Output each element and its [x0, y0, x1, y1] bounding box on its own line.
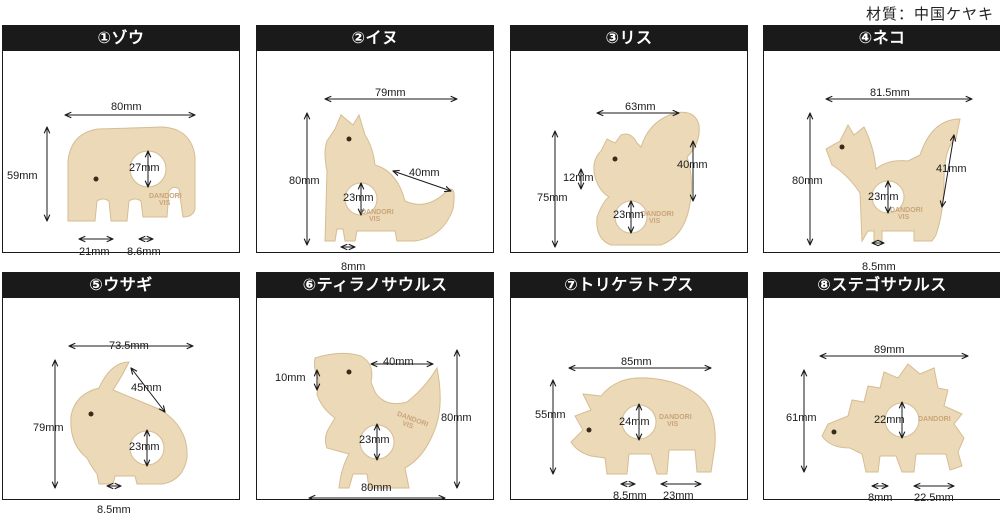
- dim-width: 80mm: [361, 482, 392, 494]
- dim-gap: 8.5mm: [97, 504, 131, 516]
- dim-height: 55mm: [535, 409, 566, 421]
- card-title: ③リス: [511, 26, 747, 51]
- dim-ear: 45mm: [131, 382, 162, 394]
- dim-back: 40mm: [383, 356, 414, 368]
- eye: [586, 427, 592, 433]
- dim-width: 80mm: [111, 101, 142, 113]
- eye: [346, 369, 352, 375]
- dim-tail: 40mm: [677, 159, 708, 171]
- card-rabbit: ⑤ウサギ 73.5mm 79mm 45mm 23mm 8.5mm: [2, 272, 240, 516]
- dim-height: 80mm: [441, 412, 472, 424]
- dim-height: 80mm: [792, 175, 823, 187]
- card-body: DANDORI 89mm 61mm 22mm 8mm 22.5mm: [764, 298, 1000, 504]
- dim-gap: 8.5mm: [862, 261, 896, 273]
- eye: [346, 136, 352, 142]
- eye: [93, 176, 99, 182]
- dim-gap: 8.6mm: [127, 246, 161, 258]
- dim-width: 85mm: [621, 356, 652, 368]
- dim-snout: 10mm: [275, 372, 306, 384]
- dim-leg: 23mm: [663, 490, 694, 502]
- eye: [612, 156, 618, 162]
- eye: [839, 144, 845, 150]
- dim-height: 80mm: [289, 175, 320, 187]
- dim-tail: 41mm: [936, 163, 967, 175]
- eye: [88, 411, 94, 417]
- dim-hole: 24mm: [619, 416, 650, 428]
- dim-hole: 23mm: [868, 191, 899, 203]
- cat-shape: [825, 118, 961, 243]
- dim-hole: 23mm: [613, 209, 644, 221]
- dim-leg: 22.5mm: [914, 492, 954, 504]
- card-title: ⑦トリケラトプス: [511, 273, 747, 298]
- dim-height: 61mm: [786, 412, 817, 424]
- dim-hole: 22mm: [874, 414, 905, 426]
- dim-hole: 27mm: [129, 162, 160, 174]
- card-title: ②イヌ: [257, 26, 493, 51]
- dim-gap: 8.5mm: [613, 490, 647, 502]
- card-body: 73.5mm 79mm 45mm 23mm 8.5mm: [3, 298, 239, 516]
- dim-hole: 23mm: [359, 434, 390, 446]
- card-title: ⑧ステゴサウルス: [764, 273, 1000, 298]
- dim-face: 12mm: [563, 172, 594, 184]
- dim-leg: 21mm: [79, 246, 110, 258]
- rabbit-shape: [70, 361, 188, 485]
- dim-height: 79mm: [33, 422, 64, 434]
- tyrannosaurus-shape: [314, 352, 441, 489]
- card-title: ④ネコ: [764, 26, 1000, 51]
- card-title: ①ゾウ: [3, 26, 239, 51]
- dim-gap: 8mm: [868, 492, 893, 504]
- dim-height: 59mm: [7, 170, 38, 182]
- dim-hole: 23mm: [343, 192, 374, 204]
- material-note: 材質：中国ケヤキ: [865, 6, 994, 23]
- dim-width: 73.5mm: [109, 340, 149, 352]
- dim-height: 75mm: [537, 192, 568, 204]
- squirrel-shape: [593, 111, 700, 246]
- card-title: ⑤ウサギ: [3, 273, 239, 298]
- dim-hole: 23mm: [129, 441, 160, 453]
- dim-tail: 40mm: [409, 167, 440, 179]
- eye: [831, 429, 837, 435]
- dim-width: 81.5mm: [870, 87, 910, 99]
- card-stegosaurus: ⑧ステゴサウルス DANDORI 89mm 61mm 22mm 8mm 22.5…: [763, 272, 1000, 504]
- card-title: ⑥ティラノサウルス: [257, 273, 493, 298]
- dim-gap: 8mm: [341, 261, 366, 273]
- dim-width: 79mm: [375, 87, 406, 99]
- dim-width: 89mm: [874, 344, 905, 356]
- dim-width: 63mm: [625, 101, 656, 113]
- brand-stamp: DANDORI: [918, 416, 951, 423]
